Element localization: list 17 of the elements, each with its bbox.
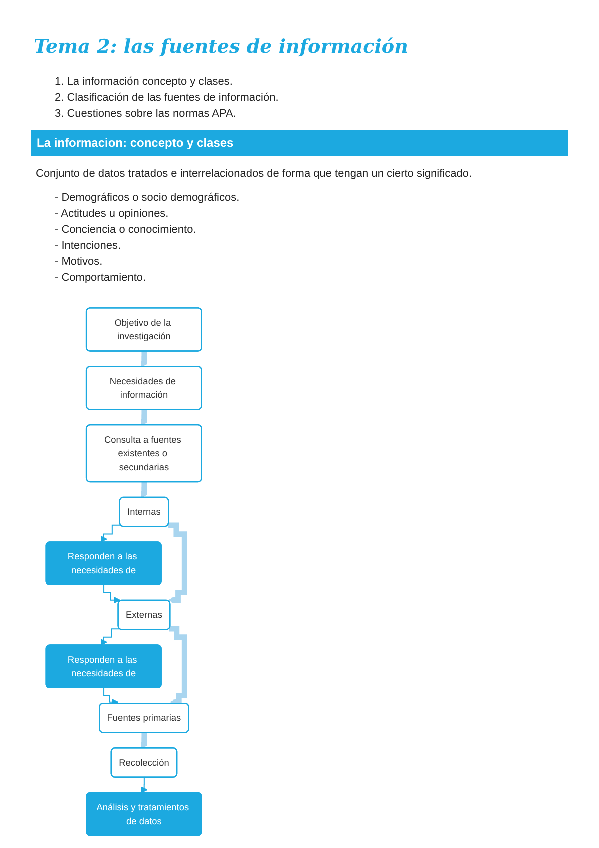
list-item: 2. Clasificación de las fuentes de información. [55,92,279,104]
list-item: - Comportamiento. [55,272,146,284]
paragraph: Conjunto de datos tratados e interrelacionados de forma que tengan un cierto significado. [36,168,472,180]
list-item: - Conciencia o conocimiento. [55,224,196,236]
arrow [141,777,148,794]
list-item: 3. Cuestiones sobre las normas APA. [55,108,236,120]
list-item: - Demográficos o socio demográficos. [55,192,240,204]
arrow [100,524,122,543]
section-heading: La informacion: concepto y clases [31,130,568,156]
list-item: - Motivos. [55,256,103,268]
arrow [100,628,120,646]
list-item: 1. La información concepto y clases. [55,76,233,88]
arrow [104,584,121,604]
list-item: - Actitudes u opiniones. [55,208,169,220]
arrow [168,522,188,604]
page-title: Tema 2: las fuentes de información [34,36,408,58]
list-item: - Intenciones. [55,240,122,252]
